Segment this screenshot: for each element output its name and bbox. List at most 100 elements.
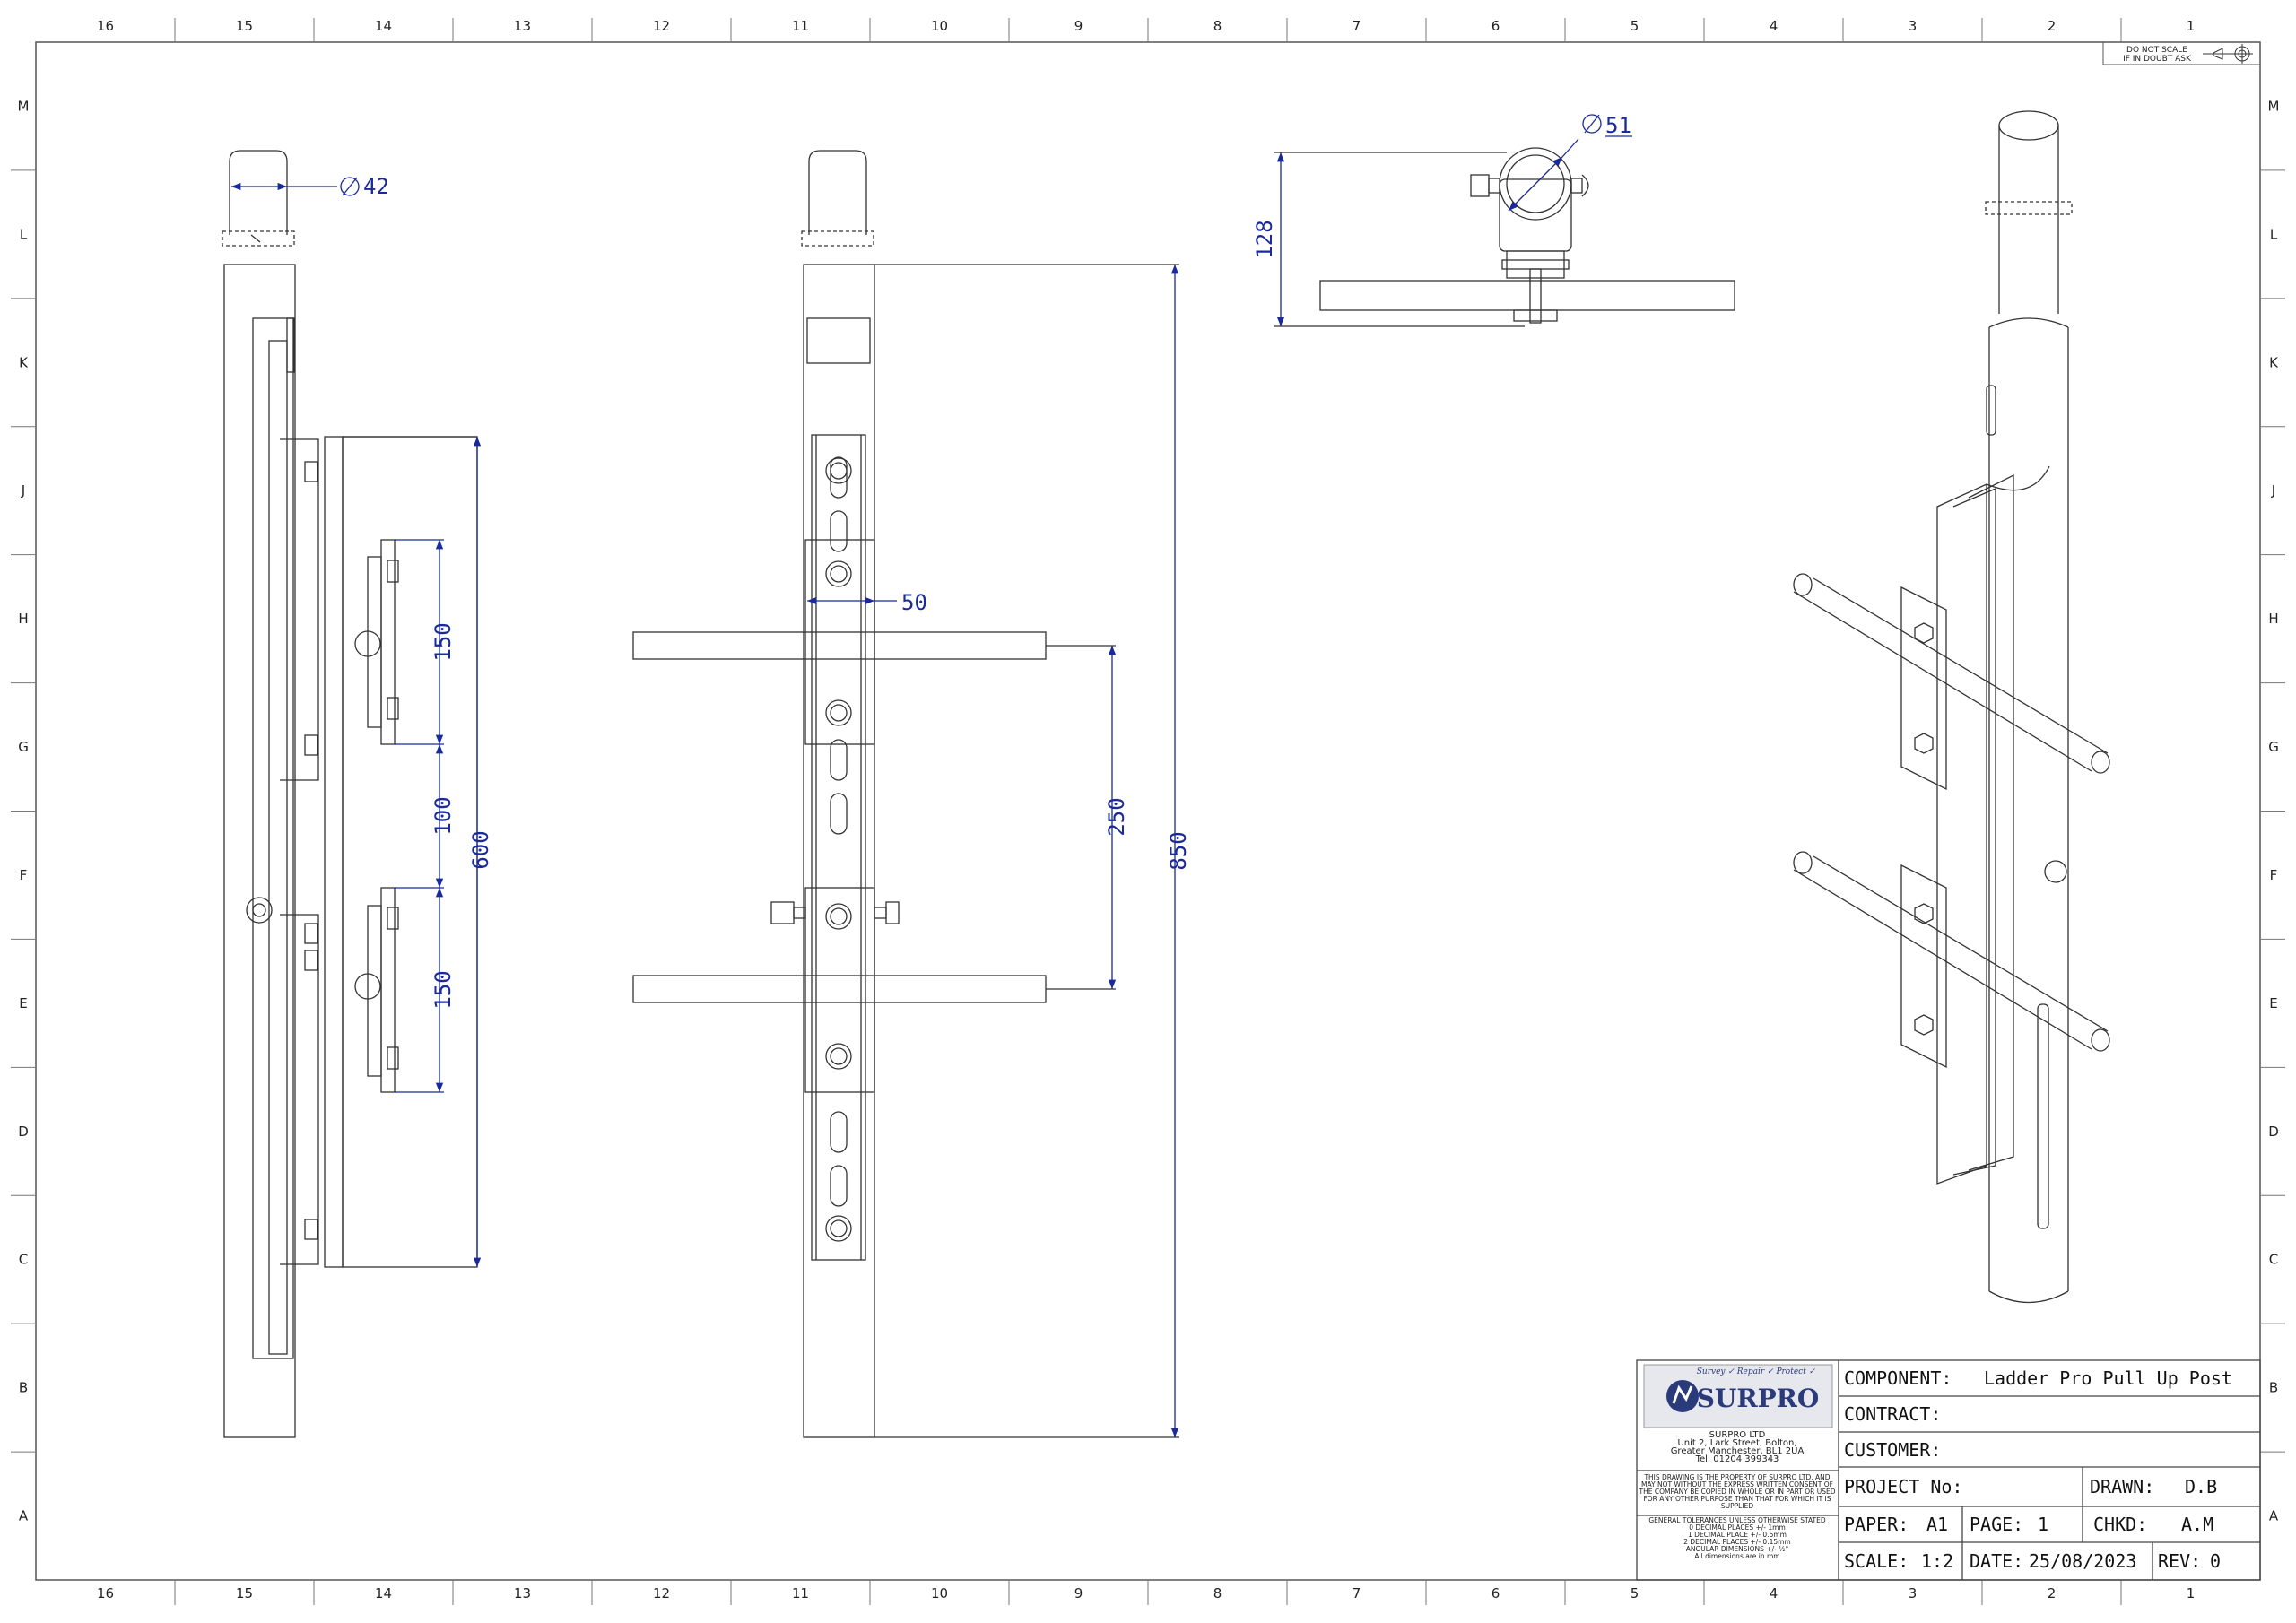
grid-row-label: H — [2268, 611, 2278, 627]
dim-side-post-dia: 42 — [363, 174, 389, 199]
drawn-value: D.B — [2185, 1476, 2217, 1497]
grid-row-label: G — [18, 739, 29, 755]
dim-side-gap: 100 — [430, 796, 456, 835]
rev-label: REV: — [2158, 1550, 2201, 1572]
customer-label: CUSTOMER: — [1844, 1439, 1941, 1461]
grid-column-label: 6 — [1492, 1585, 1500, 1601]
grid-row-label: K — [2269, 354, 2279, 370]
grid-column-label: 11 — [792, 1585, 809, 1601]
side-elevation-dim-labels: 42 600 150 100 150 — [363, 174, 493, 1010]
address-line: Unit 2, Lark Street, Bolton, — [1677, 1438, 1796, 1448]
grid-ticks — [11, 18, 2285, 1605]
grid-row-label: L — [2270, 226, 2278, 242]
project-label: PROJECT No: — [1844, 1476, 1962, 1497]
grid-row-label: M — [2268, 98, 2280, 114]
grid-row-label: A — [2269, 1508, 2279, 1524]
projection-symbol-icon — [2203, 44, 2253, 64]
notice-line: THIS DRAWING IS THE PROPERTY OF SURPRO L… — [1643, 1473, 1830, 1481]
title-fields: COMPONENT: Ladder Pro Pull Up Post CONTR… — [1844, 1367, 2232, 1572]
contract-label: CONTRACT: — [1844, 1403, 1941, 1425]
dim-front-rung-spacing: 250 — [1104, 797, 1129, 836]
tolerance-line: 0 DECIMAL PLACES +/- 1mm — [1689, 1523, 1786, 1532]
tolerance-line: GENERAL TOLERANCES UNLESS OTHERWISE STAT… — [1648, 1516, 1826, 1524]
grid-column-label: 14 — [375, 18, 392, 34]
front-elevation-view — [632, 150, 1047, 1438]
grid-column-label: 13 — [514, 18, 531, 34]
grid-row-label: B — [19, 1380, 28, 1396]
dim-front-width: 50 — [901, 590, 927, 615]
grid-row-label: F — [20, 867, 28, 883]
dim-side-lower-plate: 150 — [430, 970, 456, 1009]
grid-row-label: A — [19, 1508, 29, 1524]
grid-row-label: D — [18, 1124, 29, 1140]
dim-top-dia: 51 — [1605, 113, 1631, 138]
surpro-logo: Survey ✓ Repair ✓ Protect ✓ SURPRO — [1643, 1364, 1833, 1428]
tolerances-note: GENERAL TOLERANCES UNLESS OTHERWISE STAT… — [1648, 1516, 1826, 1560]
plan-view — [1319, 147, 1735, 324]
grid-column-label: 10 — [931, 1585, 948, 1601]
grid-row-label: C — [19, 1252, 28, 1268]
company-logo-text: SURPRO — [1697, 1384, 1820, 1413]
dim-side-height: 600 — [468, 830, 493, 869]
side-elevation-dimensions — [231, 177, 482, 1267]
date-label: DATE: — [1970, 1550, 2023, 1572]
chkd-value: A.M — [2181, 1514, 2213, 1535]
grid-column-label: 15 — [236, 18, 253, 34]
grid-column-label: 5 — [1631, 18, 1639, 34]
grid-column-label: 14 — [375, 1585, 392, 1601]
grid-column-label: 13 — [514, 1585, 531, 1601]
grid-column-label: 11 — [792, 18, 809, 34]
grid-column-label: 1 — [2187, 1585, 2196, 1601]
dim-side-upper-plate: 150 — [430, 622, 456, 661]
scale-label: SCALE: — [1844, 1550, 1909, 1572]
grid-column-label: 16 — [97, 1585, 114, 1601]
grid-row-label: D — [2268, 1124, 2279, 1140]
tolerance-line: 1 DECIMAL PLACE +/- 0.5mm — [1688, 1531, 1787, 1539]
grid-row-label: J — [21, 482, 25, 499]
grid-column-label: 2 — [2048, 1585, 2057, 1601]
dim-front-total: 850 — [1166, 831, 1191, 870]
scale-value: 1:2 — [1921, 1550, 1953, 1572]
notice-line: MAY NOT WITHOUT THE EXPRESS WRITTEN CONS… — [1641, 1480, 1833, 1488]
grid-column-label: 9 — [1074, 1585, 1083, 1601]
grid-column-label: 1 — [2187, 18, 2196, 34]
grid-column-label: 10 — [931, 18, 948, 34]
grid-row-label: H — [18, 611, 28, 627]
notice-line: SUPPLIED — [1721, 1502, 1753, 1510]
date-value: 25/08/2023 — [2029, 1550, 2136, 1572]
tolerance-line: 2 DECIMAL PLACES +/- 0.15mm — [1683, 1538, 1791, 1546]
page-label: PAGE: — [1970, 1514, 2023, 1535]
grid-row-label: E — [19, 995, 27, 1011]
grid-row-label: J — [2271, 482, 2275, 499]
grid-row-label: F — [2270, 867, 2278, 883]
grid-row-label: E — [2269, 995, 2277, 1011]
plan-view-dim-labels: 51 128 — [1252, 113, 1631, 259]
property-notice: THIS DRAWING IS THE PROPERTY OF SURPRO L… — [1639, 1473, 1836, 1510]
company-tagline: Survey ✓ Repair ✓ Protect ✓ — [1697, 1367, 1816, 1376]
grid-row-label: M — [18, 98, 30, 114]
grid-row-label: G — [2268, 739, 2279, 755]
paper-value: A1 — [1926, 1514, 1948, 1535]
do-not-scale-box: DO NOT SCALE IF IN DOUBT ASK — [2102, 41, 2261, 65]
notice-line: THE COMPANY BE COPIED IN WHOLE OR IN PAR… — [1639, 1488, 1836, 1496]
grid-column-label: 15 — [236, 1585, 253, 1601]
page-value: 1 — [2038, 1514, 2048, 1535]
address-line: SURPRO LTD — [1709, 1430, 1766, 1440]
plan-view-dimensions — [1274, 114, 1632, 327]
chkd-label: CHKD: — [2093, 1514, 2147, 1535]
title-block — [1636, 1359, 2261, 1581]
grid-column-label: 12 — [653, 18, 670, 34]
front-elevation-dim-labels: 50 250 850 — [901, 590, 1191, 871]
address-line: Tel. 01204 399343 — [1695, 1454, 1779, 1464]
grid-column-label: 3 — [1909, 18, 1918, 34]
isometric-view — [1793, 110, 2110, 1304]
grid-row-label: K — [19, 354, 29, 370]
drawn-label: DRAWN: — [2090, 1476, 2154, 1497]
grid-column-label: 4 — [1770, 1585, 1779, 1601]
dim-top-depth: 128 — [1252, 220, 1277, 258]
